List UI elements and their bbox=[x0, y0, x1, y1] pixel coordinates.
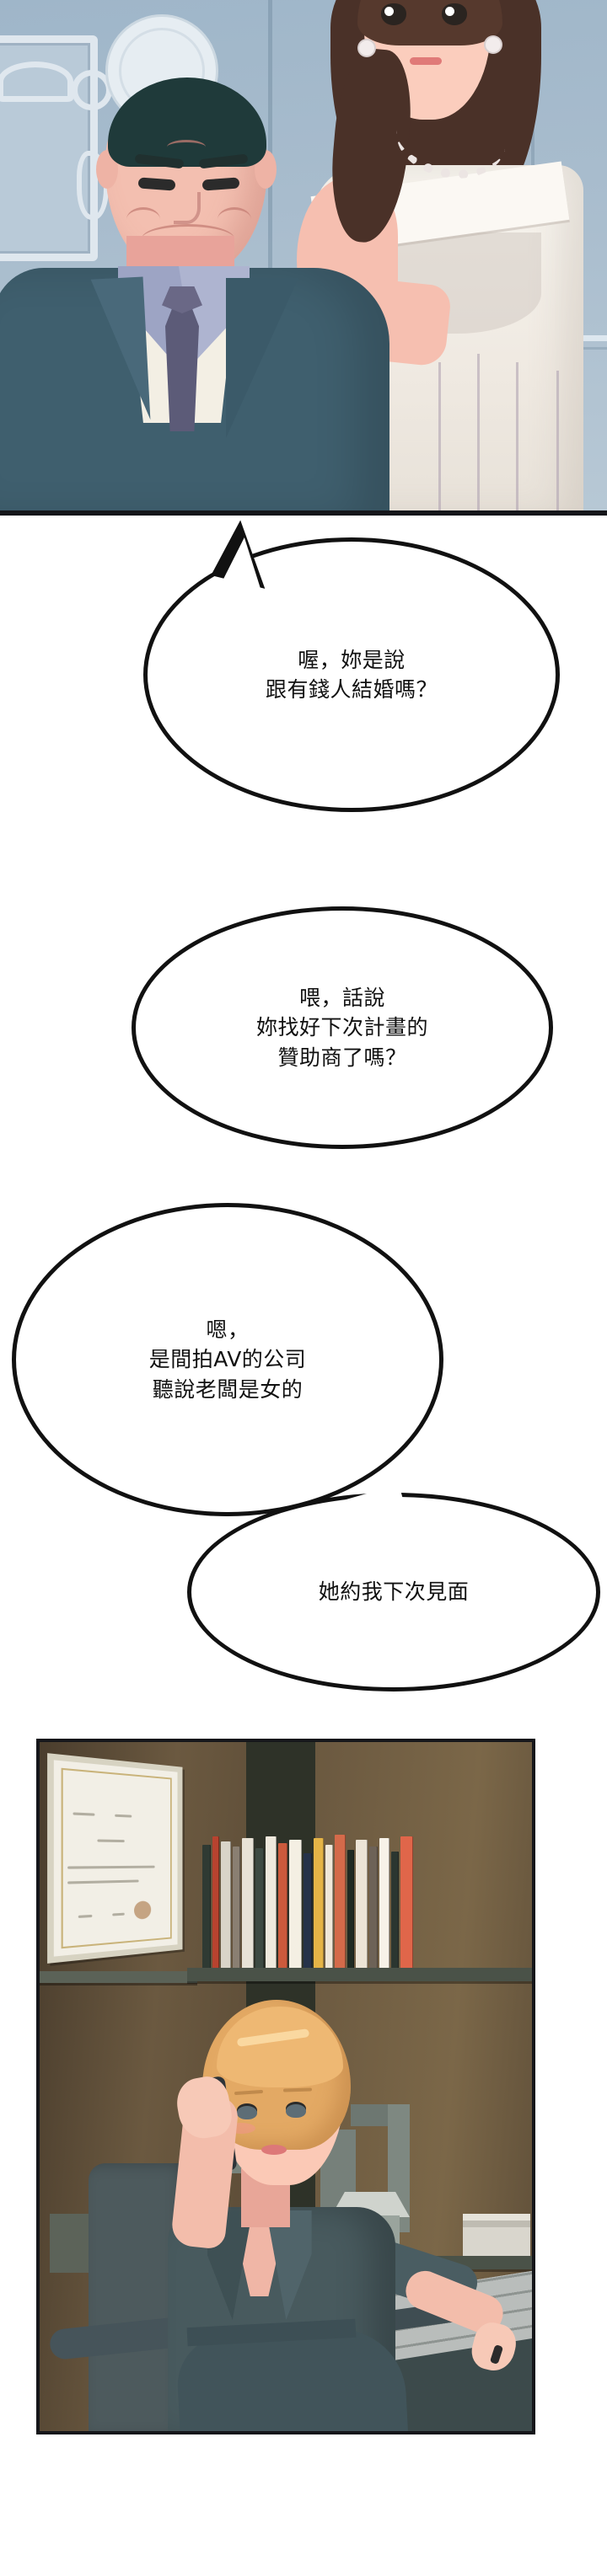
book-spine bbox=[355, 1840, 368, 1971]
man-face-wrinkle bbox=[142, 224, 234, 254]
man-forehead-wrinkle bbox=[167, 140, 206, 154]
speech-bubble-4: 她約我下次見面 bbox=[187, 1493, 600, 1692]
book-spine bbox=[255, 1848, 264, 1971]
pearl-earring-right bbox=[486, 37, 501, 52]
certificate-inner-border bbox=[61, 1767, 172, 1949]
book-spine bbox=[232, 1846, 240, 1971]
book-spine bbox=[265, 1836, 277, 1971]
pearl-earring-left bbox=[359, 40, 374, 56]
book-spine bbox=[241, 1838, 254, 1971]
speech-bubble-1: 喔，妳是說 跟有錢人結婚嗎？ bbox=[143, 537, 560, 812]
blonde-woman-lips bbox=[261, 2145, 287, 2155]
book-spine bbox=[277, 1843, 287, 1971]
wall-seam-vertical-right bbox=[531, 0, 534, 320]
dress-fold bbox=[477, 354, 480, 510]
book-spine bbox=[303, 1853, 312, 1971]
stacked-books bbox=[463, 2227, 531, 2256]
framed-certificate bbox=[46, 1753, 182, 1964]
bookshelf-board-left bbox=[40, 1971, 197, 1983]
speech-bubble-3-text: 嗯， 是間拍AV的公司 聽說老闆是女的 bbox=[148, 1317, 307, 1402]
woman-eye-highlight-left bbox=[384, 7, 394, 16]
book-spine bbox=[368, 1846, 378, 1971]
man-face-wrinkle bbox=[218, 207, 251, 232]
man-necktie bbox=[165, 297, 199, 431]
dress-fold bbox=[556, 371, 559, 510]
man-suit-lapel-left bbox=[90, 276, 151, 423]
book-spine bbox=[400, 1836, 413, 1971]
woman-eye-highlight-right bbox=[445, 7, 454, 16]
woman-hair-front bbox=[357, 0, 502, 45]
book-spine bbox=[313, 1838, 324, 1971]
speech-bubble-2: 喂，話說 妳找好下次計畫的 贊助商了嗎？ bbox=[132, 906, 553, 1149]
dress-fold bbox=[516, 362, 518, 510]
book-spine bbox=[390, 1852, 399, 1971]
speech-bubble-2-text: 喂，話說 妳找好下次計畫的 贊助商了嗎？ bbox=[255, 985, 428, 1070]
speech-bubble-1-text: 喔，妳是說 跟有錢人結婚嗎？ bbox=[265, 647, 438, 703]
speech-bubble-3: 嗯， 是間拍AV的公司 聽說老闆是女的 bbox=[12, 1203, 443, 1516]
bookshelf-books bbox=[197, 1833, 527, 1971]
dress-fold bbox=[438, 362, 441, 510]
book-spine bbox=[201, 1845, 211, 1971]
mirror-crest-ornament bbox=[0, 61, 73, 102]
book-spine bbox=[379, 1838, 389, 1971]
man-nose bbox=[174, 192, 201, 224]
man-face-wrinkle bbox=[126, 207, 160, 232]
ornate-mirror-frame bbox=[0, 35, 112, 261]
speech-bubble-4-text: 她約我下次見面 bbox=[318, 1579, 470, 1605]
book-spine bbox=[220, 1841, 231, 1971]
blonde-woman-eye-left bbox=[236, 2106, 257, 2119]
book-spine bbox=[346, 1850, 354, 1971]
bookshelf-board-upper bbox=[187, 1968, 532, 1981]
panel-couple-portrait bbox=[0, 0, 607, 516]
book-spine bbox=[288, 1840, 302, 1971]
woman-lips bbox=[410, 57, 442, 65]
book-spine bbox=[212, 1836, 219, 1971]
blonde-woman-eye-right bbox=[286, 2104, 306, 2118]
book-spine bbox=[334, 1835, 346, 1971]
book-spine bbox=[325, 1845, 333, 1971]
man-suit-lapel-right bbox=[226, 278, 298, 438]
panel-office-phone-call bbox=[36, 1739, 535, 2434]
